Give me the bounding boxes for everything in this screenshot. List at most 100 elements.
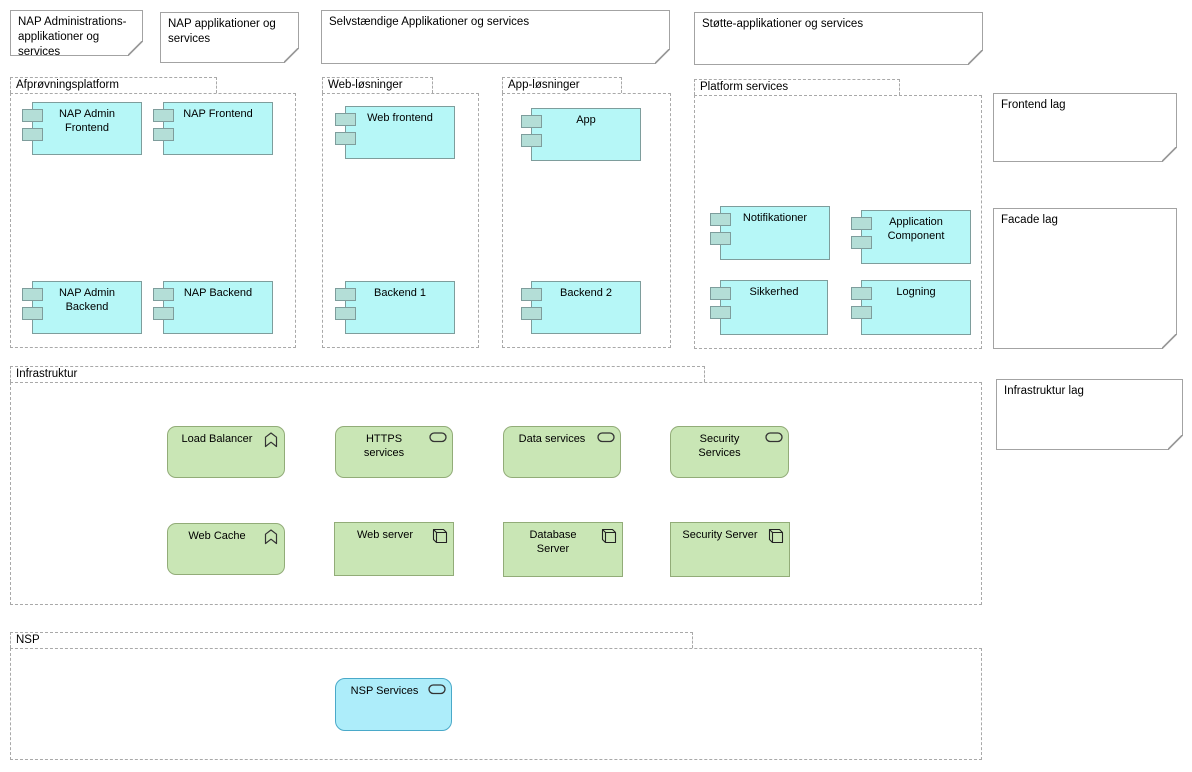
- element-label: NAP Admin Frontend: [58, 108, 116, 134]
- note-fold-corner: [128, 41, 143, 56]
- element-nap-admin-backend[interactable]: NAP Admin Backend: [22, 281, 142, 334]
- service-icon: [597, 432, 615, 448]
- element-label: NAP Frontend: [183, 108, 253, 120]
- element-data-services[interactable]: Data services: [503, 426, 621, 478]
- note-text: Frontend lag: [1001, 99, 1066, 111]
- element-web-server[interactable]: Web server: [334, 522, 454, 576]
- note-fold-corner: [1162, 147, 1177, 162]
- element-label: Load Balancer: [181, 433, 253, 445]
- note-frontend-lag[interactable]: Frontend lag: [993, 93, 1177, 162]
- element-security-services[interactable]: Security Services: [670, 426, 789, 478]
- group-tab: Afprøvningsplatform: [10, 77, 217, 93]
- component-icon: [710, 287, 731, 300]
- element-label: App: [576, 114, 596, 126]
- component-icon: [22, 307, 43, 320]
- function-icon: [263, 432, 279, 453]
- element-label: Backend 2: [560, 287, 612, 299]
- element-security-server[interactable]: Security Server: [670, 522, 790, 577]
- component-icon: [335, 113, 356, 126]
- group-nsp[interactable]: NSP: [10, 632, 982, 760]
- element-label: Notifikationer: [742, 212, 808, 224]
- component-icon: [521, 288, 542, 301]
- component-icon: [521, 134, 542, 147]
- element-backend-1[interactable]: Backend 1: [335, 281, 455, 334]
- element-label: Backend 1: [374, 287, 426, 299]
- component-icon: [22, 109, 43, 122]
- group-afprovningsplatform[interactable]: Afprøvningsplatform: [10, 77, 296, 348]
- component-icon: [851, 306, 872, 319]
- node-icon: [432, 528, 448, 549]
- group-body: [10, 648, 982, 760]
- element-label: Web server: [356, 529, 414, 541]
- group-body: [502, 93, 671, 348]
- component-icon: [153, 128, 174, 141]
- component-icon: [22, 288, 43, 301]
- group-label: Platform services: [700, 81, 789, 93]
- component-icon: [851, 236, 872, 249]
- note-stotte-applikationer[interactable]: Støtte-applikationer og services: [694, 12, 983, 65]
- note-nap-applikationer[interactable]: NAP applikationer og services: [160, 12, 299, 63]
- component-icon: [335, 288, 356, 301]
- group-label: NSP: [16, 634, 40, 646]
- group-label: Infrastruktur: [16, 368, 78, 380]
- note-fold-corner: [968, 50, 983, 65]
- note-fold-corner: [284, 48, 299, 63]
- group-tab: Infrastruktur: [10, 366, 705, 382]
- component-icon: [153, 109, 174, 122]
- element-label: NSP Services: [350, 685, 419, 697]
- component-icon: [710, 306, 731, 319]
- element-application-component[interactable]: Application Component: [851, 210, 971, 264]
- note-text: Facade lag: [1001, 214, 1058, 226]
- group-app-losninger[interactable]: App-løsninger: [502, 77, 671, 348]
- element-label: Security Services: [698, 433, 741, 459]
- group-label: Afprøvningsplatform: [16, 79, 119, 91]
- node-icon: [601, 528, 617, 549]
- element-label: Web Cache: [188, 530, 246, 542]
- component-icon: [851, 217, 872, 230]
- element-logning[interactable]: Logning: [851, 280, 971, 335]
- group-body: [322, 93, 479, 348]
- service-icon: [765, 432, 783, 448]
- component-icon: [521, 307, 542, 320]
- element-nap-backend[interactable]: NAP Backend: [153, 281, 273, 334]
- element-label: Application Component: [887, 216, 945, 242]
- component-icon: [335, 307, 356, 320]
- element-web-frontend[interactable]: Web frontend: [335, 106, 455, 159]
- note-facade-lag[interactable]: Facade lag: [993, 208, 1177, 349]
- element-backend-2[interactable]: Backend 2: [521, 281, 641, 334]
- note-fold-corner: [1168, 435, 1183, 450]
- element-load-balancer[interactable]: Load Balancer: [167, 426, 285, 478]
- group-label: App-løsninger: [508, 79, 580, 91]
- group-tab: Web-løsninger: [322, 77, 433, 93]
- element-database-server[interactable]: Database Server: [503, 522, 623, 577]
- element-label: Database Server: [529, 529, 577, 555]
- element-label: Web frontend: [367, 112, 433, 124]
- service-icon: [428, 684, 446, 700]
- element-nsp-services[interactable]: NSP Services: [335, 678, 452, 731]
- element-notifikationer[interactable]: Notifikationer: [710, 206, 830, 260]
- element-web-cache[interactable]: Web Cache: [167, 523, 285, 575]
- note-selvstaendige-applikationer[interactable]: Selvstændige Applikationer og services: [321, 10, 670, 64]
- element-label: Sikkerhed: [749, 286, 799, 298]
- note-fold-corner: [655, 49, 670, 64]
- element-label: NAP Backend: [183, 287, 253, 299]
- element-app[interactable]: App: [521, 108, 641, 161]
- group-web-losninger[interactable]: Web-løsninger: [322, 77, 479, 348]
- group-body: [10, 382, 982, 605]
- element-nap-frontend[interactable]: NAP Frontend: [153, 102, 273, 155]
- element-nap-admin-frontend[interactable]: NAP Admin Frontend: [22, 102, 142, 155]
- element-https-services[interactable]: HTTPS services: [335, 426, 453, 478]
- note-fold-corner: [1162, 334, 1177, 349]
- note-infrastruktur-lag[interactable]: Infrastruktur lag: [996, 379, 1183, 450]
- group-platform-services[interactable]: Platform services: [694, 79, 982, 349]
- group-infrastruktur[interactable]: Infrastruktur: [10, 366, 982, 605]
- element-sikkerhed[interactable]: Sikkerhed: [710, 280, 828, 335]
- group-body: [694, 95, 982, 349]
- element-label: Security Server: [682, 529, 758, 541]
- group-tab: Platform services: [694, 79, 900, 95]
- component-icon: [710, 232, 731, 245]
- component-icon: [851, 287, 872, 300]
- note-nap-administrations-applikationer[interactable]: NAP Administrations-applikationer og ser…: [10, 10, 143, 58]
- element-label: NAP Admin Backend: [58, 287, 116, 313]
